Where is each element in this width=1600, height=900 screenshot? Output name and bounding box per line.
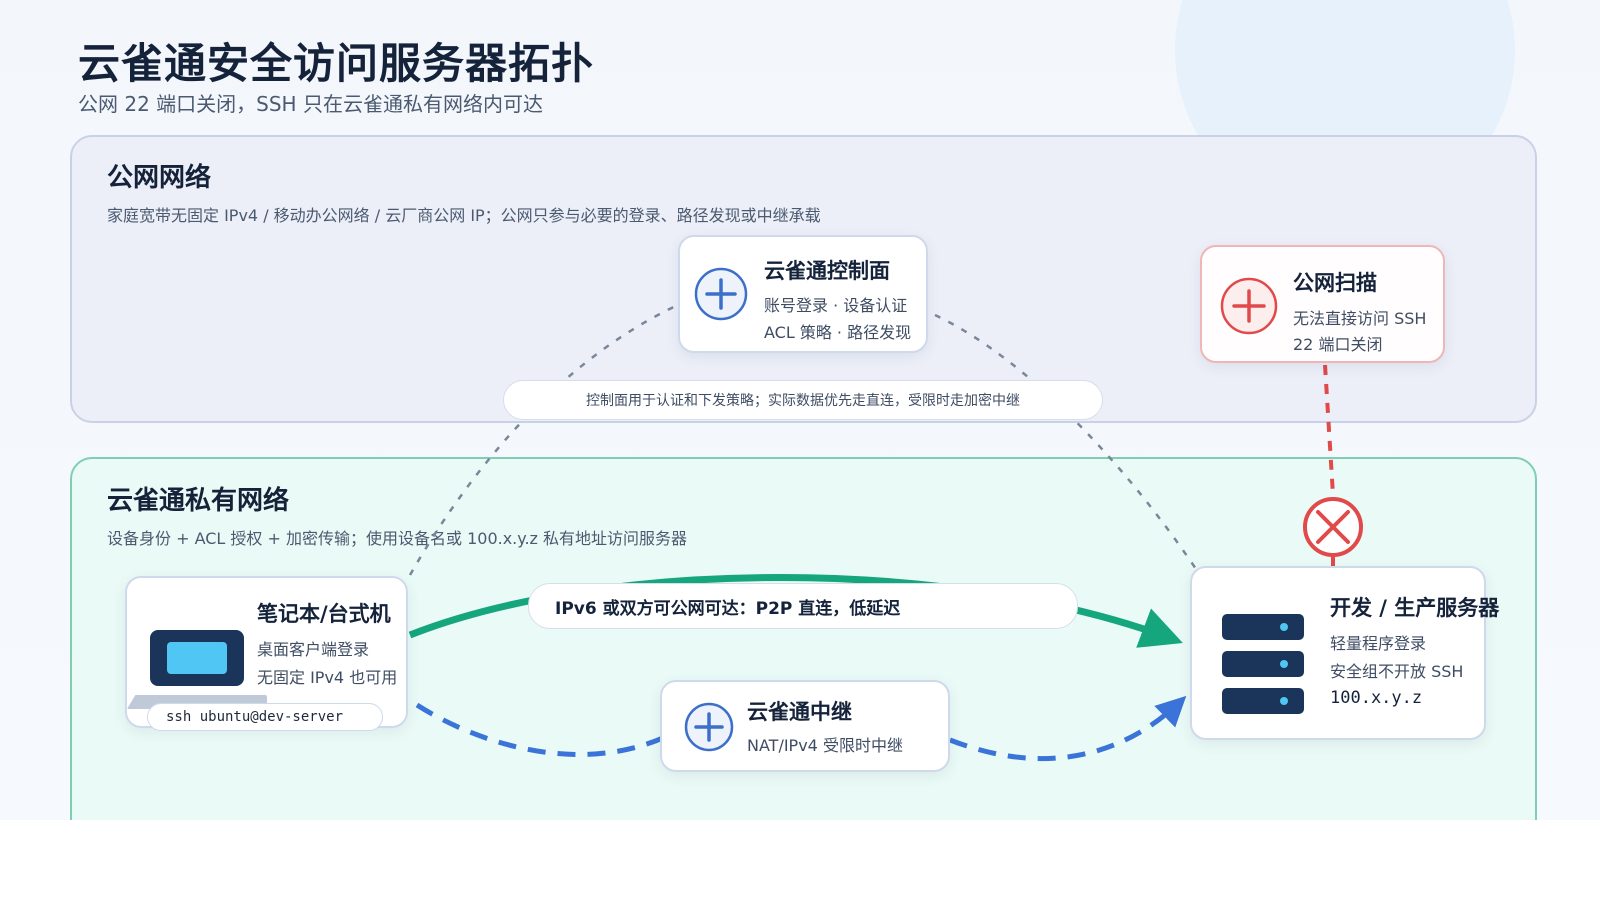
- relay-title: 云雀通中继: [747, 700, 852, 724]
- control-plane-title: 云雀通控制面: [764, 259, 890, 283]
- server-rack-icon: [1222, 651, 1304, 677]
- control-plane-line1: 账号登录 · 设备认证: [764, 296, 908, 315]
- p2p-note-pill: IPv6 或双方可公网可达：P2P 直连，低延迟: [528, 583, 1078, 629]
- server-title: 开发 / 生产服务器: [1330, 596, 1500, 620]
- public-scan-line1: 无法直接访问 SSH: [1293, 309, 1427, 328]
- public-zone-title: 公网网络: [107, 163, 212, 193]
- page-subtitle: 公网 22 端口关闭，SSH 只在云雀通私有网络内可达: [78, 92, 543, 116]
- plus-icon: [694, 267, 748, 321]
- server-rack-icon: [1222, 614, 1304, 640]
- relay-line1: NAT/IPv4 受限时中继: [747, 736, 903, 755]
- plus-icon: [684, 702, 734, 752]
- server-line1: 轻量程序登录: [1330, 634, 1427, 653]
- control-note-pill: 控制面用于认证和下发策略；实际数据优先走直连，受限时走加密中继: [503, 380, 1103, 420]
- relay-card[interactable]: 云雀通中继 NAT/IPv4 受限时中继: [660, 680, 950, 772]
- control-plane-line2: ACL 策略 · 路径发现: [764, 323, 912, 342]
- public-scan-line2: 22 端口关闭: [1293, 335, 1383, 354]
- laptop-title: 笔记本/台式机: [257, 602, 391, 626]
- laptop-line1: 桌面客户端登录: [257, 640, 370, 659]
- laptop-icon: [150, 630, 244, 686]
- ssh-command[interactable]: ssh ubuntu@dev-server: [147, 703, 383, 731]
- laptop-line2: 无固定 IPv4 也可用: [257, 668, 398, 687]
- private-zone-title: 云雀通私有网络: [107, 486, 290, 516]
- private-zone-desc: 设备身份 + ACL 授权 + 加密传输；使用设备名或 100.x.y.z 私有…: [107, 529, 688, 548]
- public-scan-card[interactable]: 公网扫描 无法直接访问 SSH 22 端口关闭: [1200, 245, 1445, 363]
- server-address: 100.x.y.z: [1330, 688, 1423, 708]
- page-title: 云雀通安全访问服务器拓扑: [78, 39, 595, 88]
- diagram-canvas: 云雀通安全访问服务器拓扑 公网 22 端口关闭，SSH 只在云雀通私有网络内可达…: [0, 0, 1600, 820]
- plus-icon: [1220, 277, 1278, 335]
- server-line2: 安全组不开放 SSH: [1330, 662, 1464, 681]
- public-zone-desc: 家庭宽带无固定 IPv4 / 移动办公网络 / 云厂商公网 IP；公网只参与必要…: [107, 206, 821, 225]
- control-plane-card[interactable]: 云雀通控制面 账号登录 · 设备认证 ACL 策略 · 路径发现: [678, 235, 928, 353]
- public-scan-title: 公网扫描: [1293, 271, 1377, 295]
- server-rack-icon: [1222, 688, 1304, 714]
